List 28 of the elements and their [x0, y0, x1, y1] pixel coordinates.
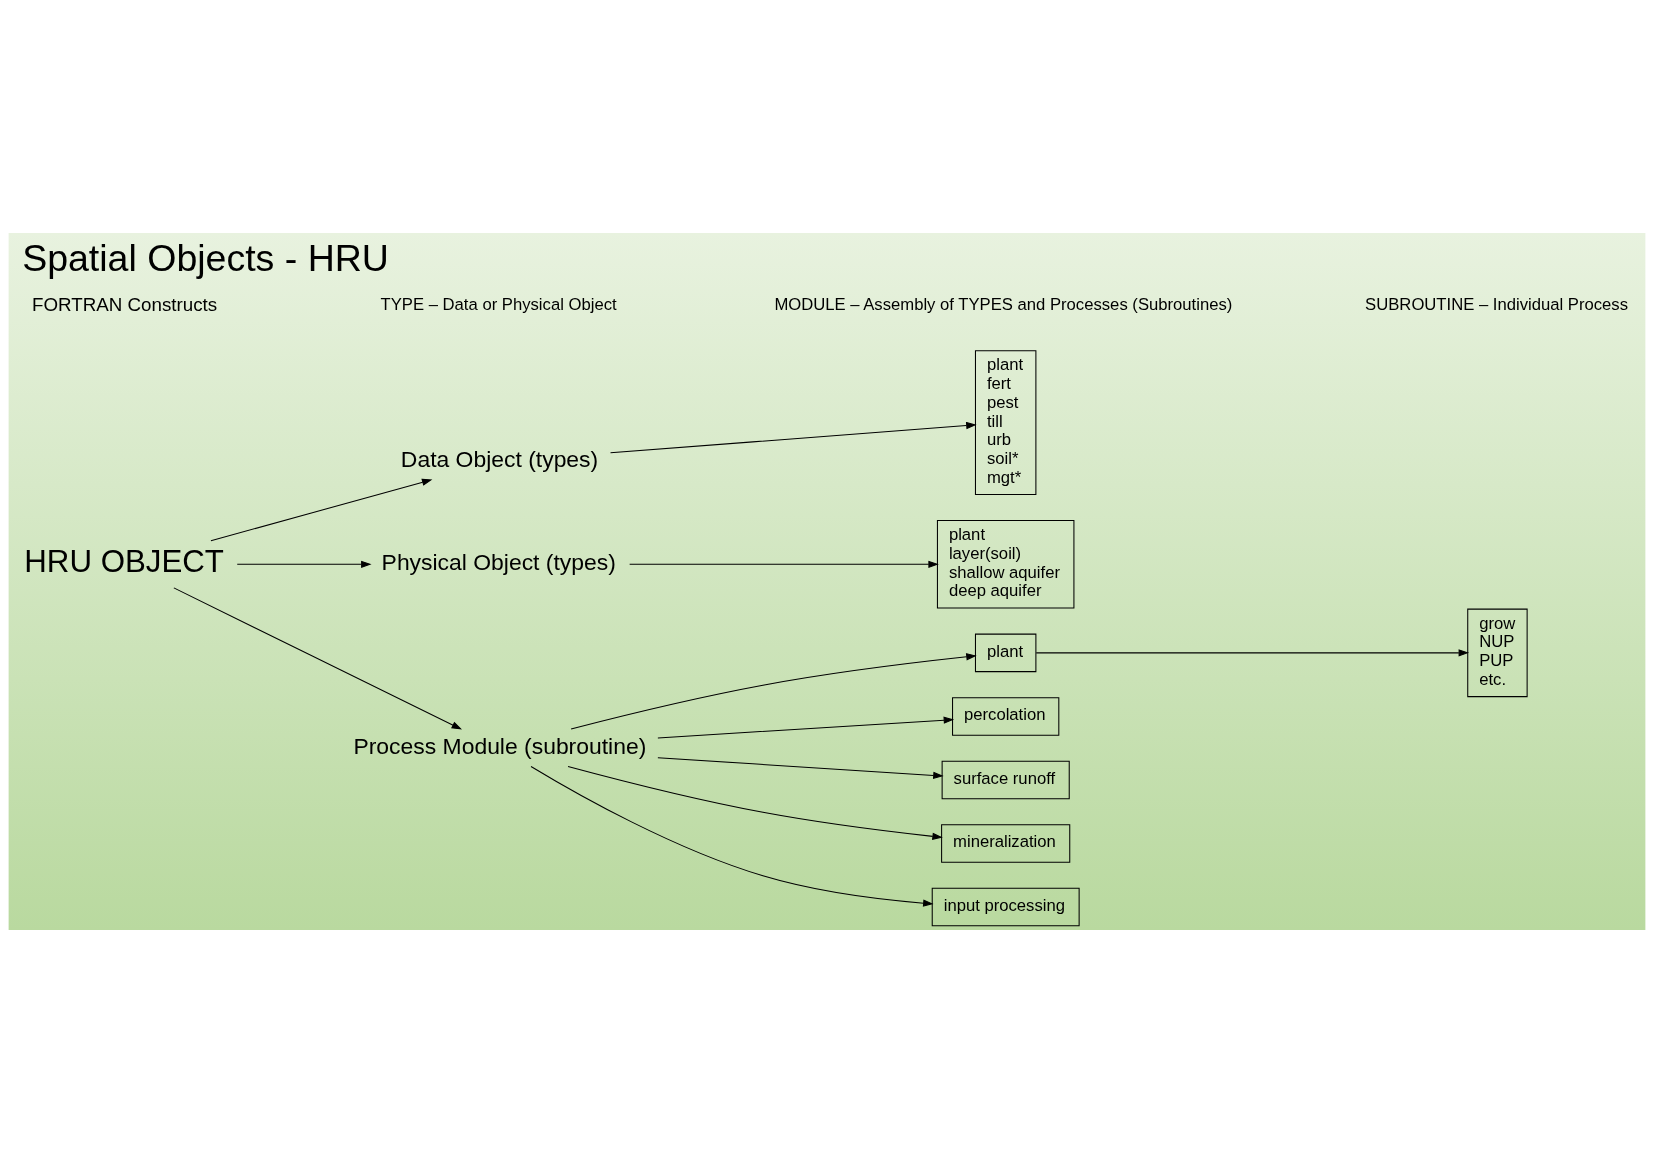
- node-box: percolation: [952, 697, 1060, 736]
- arrow: [610, 421, 977, 454]
- arrow: [1035, 649, 1469, 657]
- arrow: [530, 765, 934, 907]
- arrow: [173, 587, 462, 730]
- label: TYPE – Data or Physical Object: [380, 294, 617, 314]
- arrow: [629, 560, 939, 568]
- node-box: plant layer(soil) shallow aquifer deep aquifer: [936, 520, 1075, 609]
- arrow: [210, 478, 433, 542]
- arrow: [236, 560, 372, 568]
- node-text: Data Object (types): [400, 446, 599, 472]
- arrow: [567, 765, 943, 840]
- label: MODULE – Assembly of TYPES and Processes (Subroutines): [774, 294, 1233, 314]
- arrow: [570, 653, 977, 730]
- node-box: plant fert pest till urb soil* mgt*: [974, 350, 1037, 496]
- node-text: Physical Object (types): [381, 549, 616, 576]
- node-text: HRU OBJECT: [24, 544, 224, 580]
- node-box: grow NUP PUP etc.: [1467, 608, 1528, 698]
- label: FORTRAN Constructs: [32, 293, 218, 315]
- arrow: [657, 757, 944, 780]
- node-box: plant: [974, 633, 1037, 673]
- node-box: input processing: [931, 887, 1080, 927]
- node-box: mineralization: [941, 824, 1071, 863]
- node-text: Process Module (subroutine): [353, 732, 647, 759]
- node-box: surface runoff: [941, 760, 1070, 800]
- arrow: [657, 716, 955, 739]
- label: SUBROUTINE – Individual Process: [1365, 294, 1629, 314]
- diagram-title: Spatial Objects - HRU: [22, 237, 389, 280]
